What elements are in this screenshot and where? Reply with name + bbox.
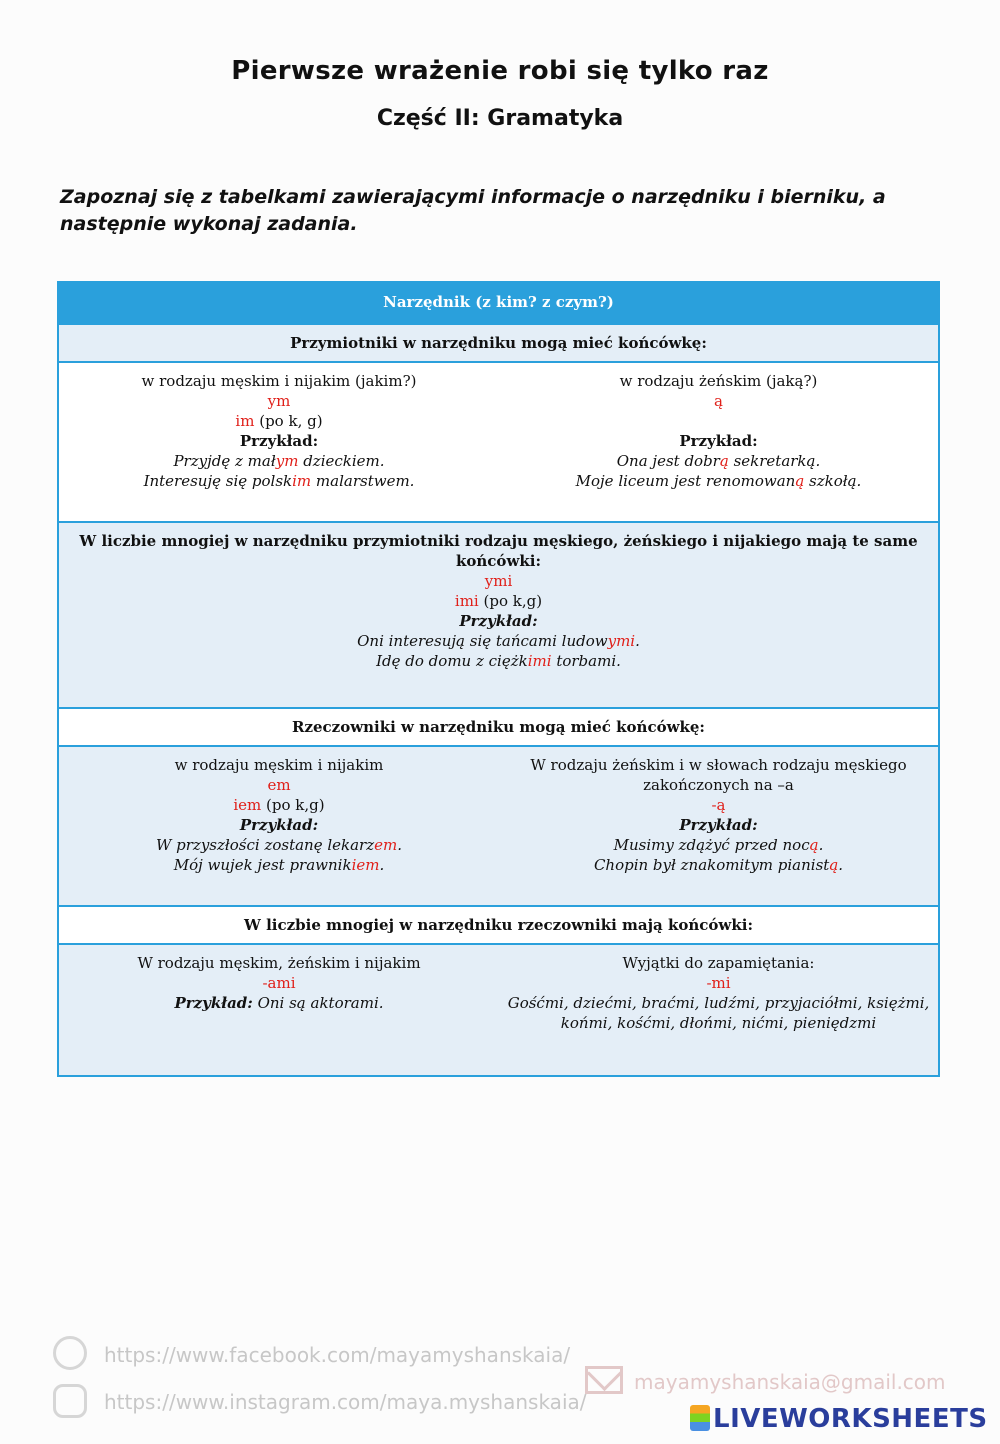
ending: ą — [714, 392, 723, 410]
ending-note: (po k, g) — [254, 412, 323, 430]
example-sentence: Musimy zdążyć przed nocą. — [613, 836, 824, 854]
plural-heading: W liczbie mnogiej w narzędniku przymiotn… — [79, 532, 918, 550]
ending: -ami — [262, 974, 296, 992]
adjectives-plural-row: W liczbie mnogiej w narzędniku przymiotn… — [59, 521, 938, 707]
example-sentence: Chopin był znakomitym pianistą. — [593, 856, 844, 874]
cell-label: W rodzaju żeńskim i w słowach rodzaju mę… — [530, 756, 907, 774]
plural-nouns-heading-row: W liczbie mnogiej w narzędniku rzeczowni… — [59, 905, 938, 943]
ending: -ą — [711, 796, 726, 814]
example-sentence: Przyjdę z małym dzieckiem. — [173, 452, 385, 470]
grammar-table: Narzędnik (z kim? z czym?) Przymiotniki … — [57, 281, 940, 1077]
page-subtitle: Część II: Gramatyka — [376, 106, 624, 131]
ending: ym — [267, 392, 291, 410]
ending: im — [235, 412, 255, 430]
email-link[interactable]: mayamyshanskaia@gmail.com — [634, 1370, 946, 1394]
cell-label: w rodzaju męskim i nijakim — [174, 756, 384, 774]
example-sentence: W przyszłości zostanę lekarzem. — [155, 836, 403, 854]
cell-label: w rodzaju żeńskim (jaką?) — [619, 372, 818, 390]
example-sentence: Idę do domu z ciężkimi torbami. — [376, 652, 621, 670]
exception-list: Gośćmi, dziećmi, braćmi, ludźmi, przyjac… — [507, 994, 930, 1012]
adjectives-feminine-cell: w rodzaju żeńskim (jaką?) ą Przykład: On… — [499, 371, 938, 491]
plural-nouns-exceptions-cell: Wyjątki do zapamiętania: -mi Gośćmi, dzi… — [499, 953, 938, 1033]
table-header: Narzędnik (z kim? z czym?) — [59, 283, 938, 323]
adjectives-heading-row: Przymiotniki w narzędniku mogą mieć końc… — [59, 323, 938, 361]
messenger-icon — [53, 1336, 87, 1370]
example-label: Przykład: — [679, 816, 758, 834]
ending: ymi — [484, 572, 513, 590]
example-label: Przykład: — [239, 432, 319, 450]
adjectives-masculine-cell: w rodzaju męskim i nijakim (jakim?) ym i… — [59, 371, 499, 491]
cell-label: W rodzaju męskim, żeńskim i nijakim — [137, 954, 421, 972]
nouns-singular-row: w rodzaju męskim i nijakim em iem (po k,… — [59, 745, 938, 905]
nouns-heading: Rzeczowniki w narzędniku mogą mieć końcó… — [292, 718, 705, 736]
example-sentence: Ona jest dobrą sekretarką. — [616, 452, 821, 470]
cell-label: Wyjątki do zapamiętania: — [622, 954, 815, 972]
ending: imi — [454, 592, 479, 610]
liveworksheets-logo[interactable]: LIVEWORKSHEETS — [690, 1404, 988, 1434]
example-label: Przykład: — [239, 816, 319, 834]
instruction-text: Zapoznaj się z tabelkami zawierającymi i… — [60, 186, 886, 235]
brand-text: LIVEWORKSHEETS — [713, 1404, 988, 1434]
adjectives-plural-cell: W liczbie mnogiej w narzędniku przymiotn… — [59, 531, 938, 671]
cell-label: zakończonych na –a — [643, 776, 794, 794]
plural-nouns-general-cell: W rodzaju męskim, żeńskim i nijakim -ami… — [59, 953, 499, 1013]
table-header-text: Narzędnik (z kim? z czym?) — [383, 293, 614, 311]
nouns-feminine-cell: W rodzaju żeńskim i w słowach rodzaju mę… — [499, 755, 938, 875]
facebook-link[interactable]: https://www.facebook.com/mayamyshanskaia… — [104, 1343, 571, 1367]
exception-list: końmi, kośćmi, dłońmi, nićmi, pieniędzmi — [560, 1014, 877, 1032]
example-label: Przykład: — [459, 612, 538, 630]
example-sentence: Oni interesują się tańcami ludowymi. — [357, 632, 640, 650]
ending: iem — [233, 796, 262, 814]
nouns-heading-row: Rzeczowniki w narzędniku mogą mieć końcó… — [59, 707, 938, 745]
liveworksheets-logo-icon — [690, 1405, 710, 1431]
adjectives-heading: Przymiotniki w narzędniku mogą mieć końc… — [290, 334, 707, 352]
plural-nouns-row: W rodzaju męskim, żeńskim i nijakim -ami… — [59, 943, 938, 1075]
example-label: Przykład: — [174, 994, 253, 1012]
example-sentence: Oni są aktorami. — [252, 994, 384, 1012]
mail-icon — [585, 1366, 623, 1394]
plural-heading: końcówki: — [456, 552, 541, 570]
ending-note: (po k,g) — [478, 592, 543, 610]
instagram-icon — [53, 1384, 87, 1418]
example-sentence: Mój wujek jest prawnikiem. — [173, 856, 385, 874]
example-label: Przykład: — [679, 432, 758, 450]
instagram-link[interactable]: https://www.instagram.com/maya.myshanska… — [104, 1390, 587, 1414]
plural-nouns-heading: W liczbie mnogiej w narzędniku rzeczowni… — [244, 916, 753, 934]
ending: em — [267, 776, 291, 794]
example-sentence: Moje liceum jest renomowaną szkołą. — [575, 472, 862, 490]
page-title: Pierwsze wrażenie robi się tylko raz — [231, 56, 769, 86]
adjectives-singular-row: w rodzaju męskim i nijakim (jakim?) ym i… — [59, 361, 938, 521]
ending-note: (po k,g) — [261, 796, 325, 814]
cell-label: w rodzaju męskim i nijakim (jakim?) — [141, 372, 417, 390]
example-sentence: Interesuję się polskim malarstwem. — [143, 472, 415, 490]
ending: -mi — [706, 974, 731, 992]
nouns-masculine-cell: w rodzaju męskim i nijakim em iem (po k,… — [59, 755, 499, 875]
